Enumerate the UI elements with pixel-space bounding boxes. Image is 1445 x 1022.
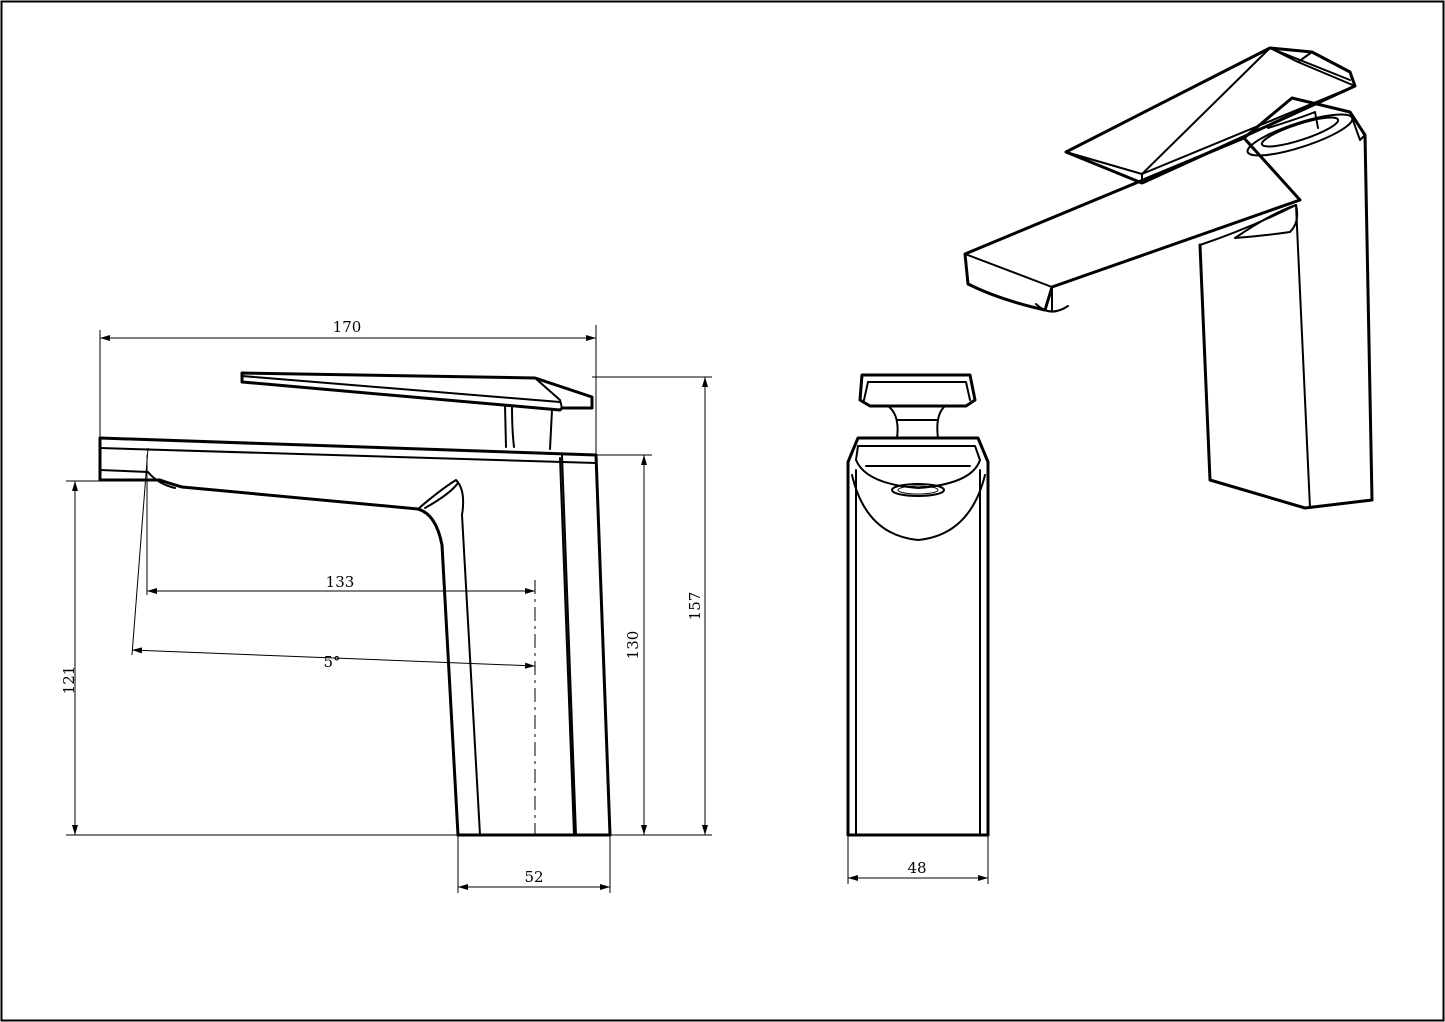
dim-label-121: 121 [60, 666, 78, 695]
dim-label-angle: 5° [323, 653, 340, 671]
dimension-48: 48 [847, 835, 989, 884]
dimension-angle: 5° [131, 647, 536, 671]
dim-label-170: 170 [333, 318, 362, 336]
dimension-52: 52 [457, 835, 611, 893]
dim-label-133: 133 [326, 573, 355, 591]
front-view: 48 [846, 373, 990, 884]
dimension-130: 130 [596, 454, 652, 836]
isometric-view [963, 46, 1374, 510]
dimension-133: 133 [147, 573, 535, 594]
side-view: 170 133 5° 121 130 [60, 318, 712, 893]
dim-label-48: 48 [907, 859, 926, 877]
dim-label-157: 157 [686, 592, 704, 621]
dim-label-52: 52 [524, 868, 543, 886]
dim-label-130: 130 [624, 631, 642, 660]
dimension-157: 157 [592, 376, 712, 836]
dimension-121: 121 [60, 480, 458, 836]
dimension-170: 170 [99, 318, 597, 455]
